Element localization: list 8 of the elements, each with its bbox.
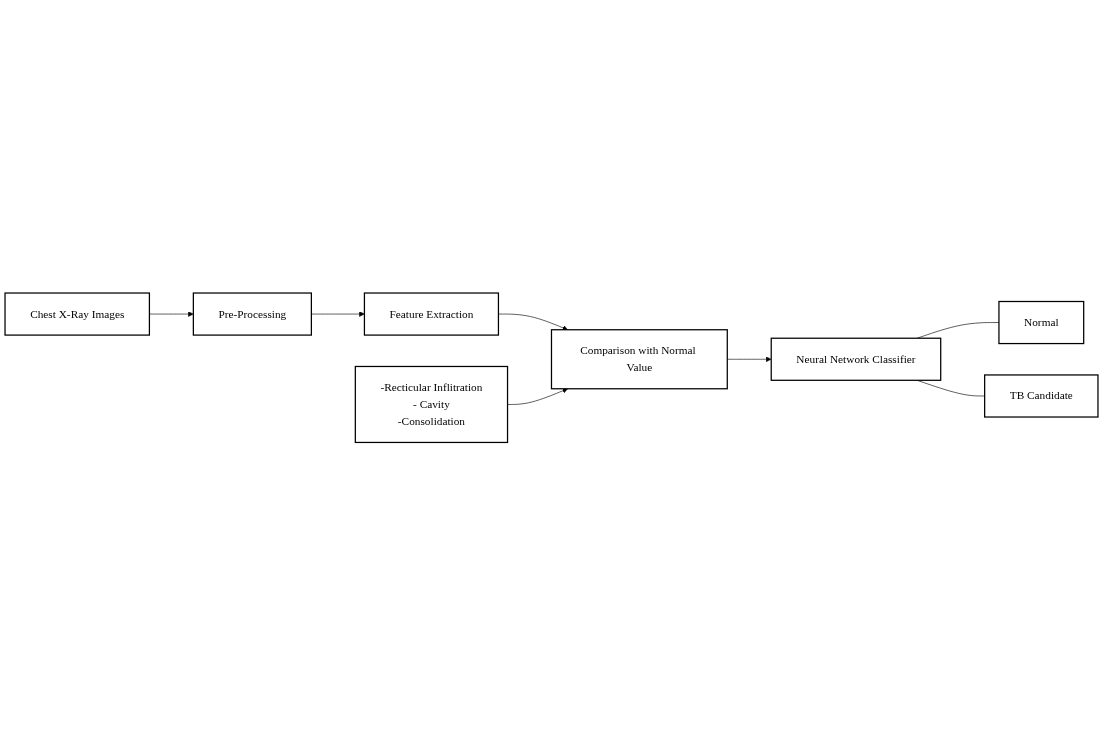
- node-box: -Recticular Inflitration - Cavity -Consolidation: [354, 366, 509, 444]
- node-box: Comparison with Normal Value: [550, 329, 728, 390]
- node-box: Normal: [998, 301, 1085, 345]
- node-box: Neural Network Classifier: [770, 337, 942, 382]
- node-box: Pre-Processing: [192, 292, 312, 336]
- node-box: Feature Extraction: [363, 292, 500, 336]
- node-box: Chest X-Ray Images: [4, 292, 151, 336]
- node-box: TB Candidate: [984, 374, 1099, 418]
